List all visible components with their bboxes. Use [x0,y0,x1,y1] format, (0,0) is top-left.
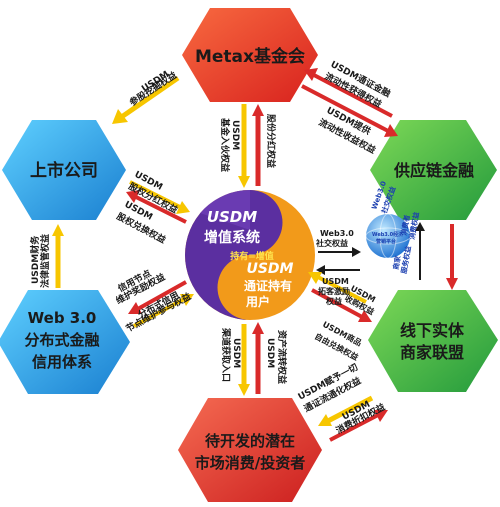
edge-bottom-center-a2: 渠道获取入口 [220,327,232,382]
arrow-center-to-market [238,324,250,396]
edge-right-vert-b1: 消费者 [399,214,412,236]
arrow-right-center-dark [316,265,360,275]
edge-right-center-b1: USDM [322,277,349,286]
edge-bottom-center-b1: USDM [265,338,275,368]
edge-right-center-b3: 权益 [325,296,342,306]
center-slogan: 持有=增值 [230,250,274,262]
node-merchant-line2: 商家联盟 [400,343,464,362]
arrow-top-to-supply [301,84,398,137]
arrow-center-to-credit [128,280,187,314]
hex-web3-credit [0,290,130,394]
arrow-center-to-top [252,104,264,186]
center-usdm-circle [185,189,315,320]
edge-left-vert-1: USDM财务 [29,235,41,284]
center-right-line2: 用户 [245,294,270,309]
arrow-center-to-merchant [311,288,372,322]
globe-label-1: Web3.0经济 [372,231,404,238]
node-metax-label: Metax基金会 [195,46,305,67]
node-web3-line2: 分布式金融 [24,331,99,349]
hex-metax-foundation [182,8,318,102]
node-market-line2: 市场消费/投资者 [195,454,305,472]
node-web3-line3: 信用体系 [32,353,92,371]
node-listed-company-label: 上市公司 [30,160,98,181]
node-merchant-line1: 线下实体 [400,321,465,340]
arrow-market-to-merchant [329,410,388,442]
edge-right-center-a2: 社交权益 [315,238,348,248]
edge-top-center-a2: 基金入伙权益 [219,117,231,172]
arrow-credit-to-center [133,294,194,328]
node-web3-line1: Web 3.0 [28,309,97,327]
arrow-credit-to-listed [52,224,64,288]
arrow-supply-to-merchant [446,224,458,290]
arrow-center-to-listed [126,190,187,224]
arrow-merchant-to-market [318,395,374,426]
web3-globe-icon [365,213,411,259]
hex-potential-market [178,398,322,502]
arrow-top-to-center [238,104,250,188]
hex-offline-merchant-alliance [368,290,498,392]
edge-right-center-b2: 拓客激励 [318,286,350,296]
arrow-listed-to-center [129,180,190,214]
edge-top-center-a1: USDM [230,120,240,150]
center-title: USDM [207,208,257,226]
edge-left-vert-2: 法律监管权益 [39,234,51,288]
hex-listed-company [2,120,126,220]
edge-bottom-center-a1: USDM [231,338,241,368]
arrow-supply-to-top [304,68,393,118]
edge-right-center-a1: Web3.0 [320,229,354,238]
hex-supply-chain-finance [370,120,497,220]
arrow-top-to-listed [112,75,180,124]
edge-top-center-b1: 股份分红权益 [265,114,277,168]
center-right-title: USDM [246,261,293,277]
arrow-center-right-dark [318,247,361,257]
arrow-merchant-to-center [308,272,367,304]
center-subtitle: 增值系统 [204,229,260,246]
edge-top-left-2: 参股挖掘权益 [127,69,179,108]
arrow-merchant-to-supply-dark [415,222,425,280]
arrow-market-to-center [252,322,264,394]
node-supply-chain-label: 供应链金融 [393,161,474,180]
edge-right-vert-c1: 商家 [391,254,402,270]
node-market-line1: 待开发的潜在 [205,432,295,450]
center-right-line1: 通证持有 [244,278,292,293]
edge-bottom-center-b2: 资产流转权益 [276,330,288,384]
globe-label-2: 营销平台 [376,238,396,245]
